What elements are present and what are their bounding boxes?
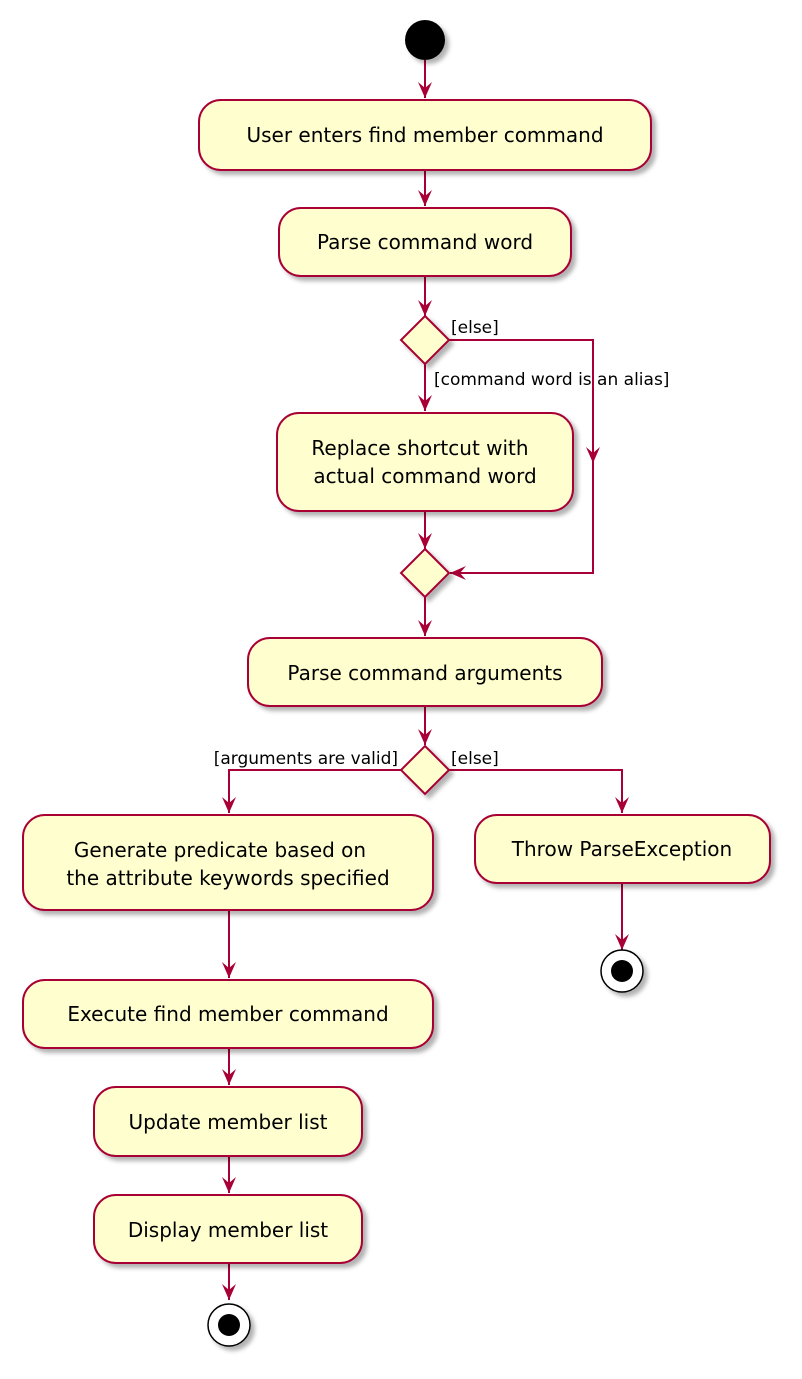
- arrowhead: [418, 729, 432, 745]
- arrowhead: [450, 566, 466, 580]
- activity-enter-command: User enters find member command: [198, 99, 652, 171]
- arrowhead: [222, 1069, 236, 1085]
- start-node: [405, 20, 445, 60]
- activity-label: Execute find member command: [67, 1002, 388, 1026]
- decision-arguments: [399, 744, 451, 796]
- arrowhead: [418, 190, 432, 206]
- activity-label: User enters find member command: [246, 123, 603, 147]
- arrowhead: [418, 300, 432, 316]
- arrowhead: [615, 934, 629, 950]
- arrowhead: [222, 797, 236, 813]
- guard-labels: [else] [command word is an alias] [argum…: [214, 318, 670, 769]
- activity-label-line-2: the attribute keywords specified: [66, 866, 389, 890]
- merge-alias: [399, 547, 451, 599]
- arrowhead: [418, 620, 432, 636]
- arrowheads: [222, 82, 629, 1300]
- decision-alias: [399, 314, 451, 366]
- edge-decision-to-generate: [228, 769, 401, 813]
- guard-arguments-else: [else]: [451, 749, 499, 769]
- arrowhead: [586, 447, 600, 463]
- activity-replace-shortcut: Replace shortcut with actual command wor…: [276, 412, 574, 512]
- arrowhead: [222, 1284, 236, 1300]
- activity-generate-predicate: Generate predicate based on the attribut…: [22, 814, 434, 911]
- arrowhead: [418, 395, 432, 411]
- activity-parse-command-arguments: Parse command arguments: [247, 637, 603, 707]
- arrowhead: [418, 533, 432, 549]
- activity-throw-parse-exception: Throw ParseException: [474, 814, 771, 884]
- activity-label-line-2: actual command word: [313, 464, 536, 488]
- activity-label: Update member list: [128, 1110, 327, 1134]
- activity-label: Display member list: [128, 1218, 328, 1242]
- decision-nodes: [399, 314, 451, 796]
- arrowhead: [222, 1177, 236, 1193]
- activity-execute-command: Execute find member command: [22, 979, 434, 1049]
- arrowhead: [418, 82, 432, 98]
- activity-label-line-1: Generate predicate based on: [74, 838, 366, 862]
- activity-nodes: User enters find member command Parse co…: [22, 99, 771, 1264]
- activity-display-member-list: Display member list: [93, 1194, 363, 1264]
- guard-alias-true: [command word is an alias]: [434, 370, 669, 390]
- arrowhead: [222, 962, 236, 978]
- activity-parse-command-word: Parse command word: [278, 207, 572, 277]
- activity-label: Throw ParseException: [511, 837, 732, 861]
- arrowhead: [615, 797, 629, 813]
- guard-arguments-valid: [arguments are valid]: [214, 749, 398, 769]
- edge-decision-to-throw: [449, 769, 623, 813]
- activity-label: Parse command word: [317, 230, 533, 254]
- guard-alias-else: [else]: [451, 318, 499, 338]
- end-node-success: [207, 1303, 251, 1347]
- activity-label-line-1: Replace shortcut with: [311, 436, 528, 460]
- activity-update-member-list: Update member list: [93, 1086, 363, 1157]
- end-node-exception: [600, 949, 644, 993]
- activity-label: Parse command arguments: [287, 661, 562, 685]
